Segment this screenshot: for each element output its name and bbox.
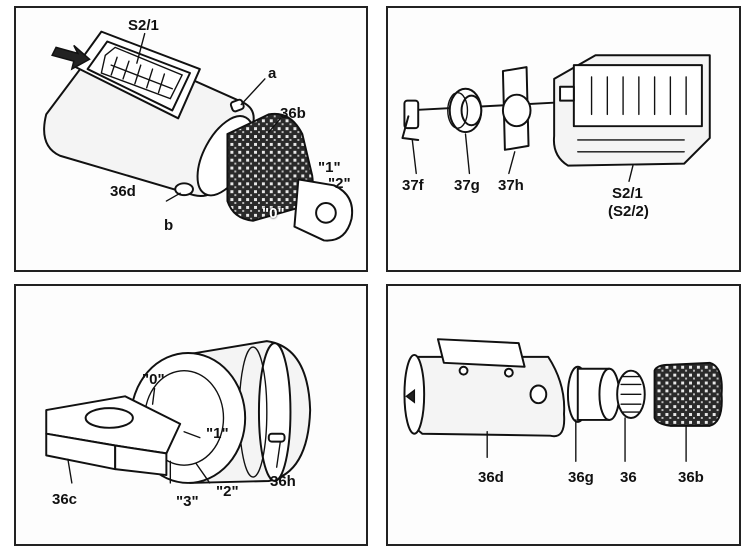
- label-position-2: "2": [328, 175, 351, 192]
- panel-lock-key-positions: "0" "1" "2" "3" 36c 36h: [14, 284, 368, 546]
- label-position-2: "2": [216, 483, 239, 500]
- label-36c: 36c: [52, 491, 78, 508]
- label-37h: 37h: [498, 177, 524, 194]
- switch-exploded-drawing: [401, 54, 711, 183]
- panel-lock-exploded: 36d 36g 36 36b: [386, 284, 741, 546]
- label-position-1: "1": [318, 159, 341, 176]
- panel-ignition-lock-assembled: S2/1 a 36b "1" "2" "0" 36d b: [14, 6, 368, 272]
- label-36d: 36d: [110, 183, 136, 200]
- panel-switch-exploded: 37f 37g 37h S2/1 (S2/2): [386, 6, 741, 272]
- label-s2-2: (S2/2): [608, 203, 649, 220]
- label-a: a: [268, 65, 277, 82]
- label-position-1: "1": [206, 425, 229, 442]
- label-37f: 37f: [402, 177, 424, 194]
- label-position-3: "3": [176, 493, 199, 510]
- label-36b: 36b: [678, 469, 704, 486]
- ignition-lock-assembled-drawing: [43, 30, 354, 242]
- label-37g: 37g: [454, 177, 480, 194]
- label-36d: 36d: [478, 469, 504, 486]
- lock-key-positions-drawing: [45, 340, 312, 484]
- label-36g: 36g: [568, 469, 594, 486]
- label-36: 36: [620, 469, 637, 486]
- label-s2-1: S2/1: [612, 185, 643, 202]
- label-position-0: "0": [142, 371, 165, 388]
- lock-exploded-drawing: [403, 338, 723, 462]
- label-36h: 36h: [270, 473, 296, 490]
- label-36b: 36b: [280, 105, 306, 122]
- label-position-0: "0": [262, 205, 285, 222]
- label-s2-1: S2/1: [128, 17, 159, 34]
- label-b: b: [164, 217, 174, 234]
